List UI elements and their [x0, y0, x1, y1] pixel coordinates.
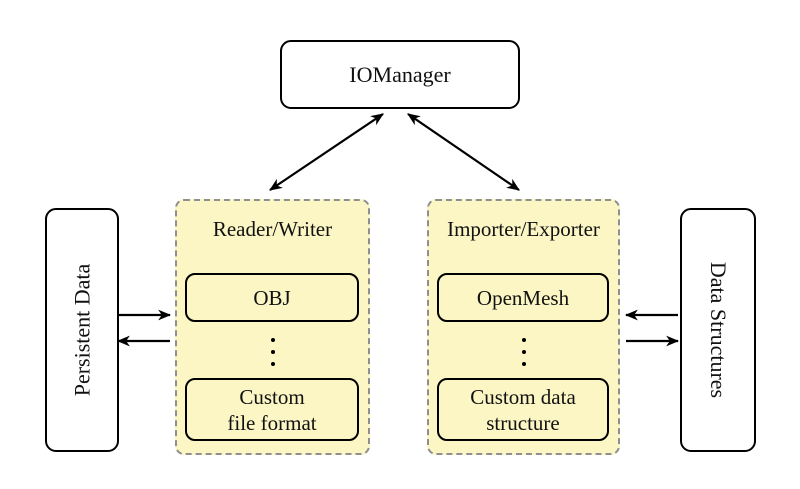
group-reader-writer: Reader/Writer OBJ Custom file format [175, 199, 370, 455]
vertical-ellipsis-icon [177, 338, 368, 366]
node-openmesh-label: OpenMesh [476, 285, 570, 310]
node-persistent-data-label: Persistent Data [69, 263, 94, 397]
node-openmesh: OpenMesh [437, 273, 609, 322]
node-custom-data-structure-line1: Custom data [470, 384, 576, 409]
edge-iomanager-importer-exporter [407, 113, 520, 191]
group-importer-exporter-title: Importer/Exporter [447, 217, 600, 241]
node-custom-file-format-line1: Custom [239, 384, 305, 409]
node-custom-data-structure-line2: structure [486, 410, 560, 435]
node-custom-file-format-line2: file format [227, 410, 317, 435]
node-iomanager: IOManager [280, 40, 520, 109]
edge-iomanager-reader-writer [269, 113, 384, 191]
group-reader-writer-title: Reader/Writer [212, 217, 333, 241]
node-iomanager-label: IOManager [349, 61, 451, 87]
node-custom-file-format: Custom file format [185, 378, 359, 441]
node-obj: OBJ [185, 273, 359, 322]
node-data-structures: Data Structures [680, 208, 756, 452]
vertical-ellipsis-icon [429, 338, 618, 366]
node-custom-data-structure: Custom data structure [437, 378, 609, 441]
node-data-structures-label: Data Structures [706, 261, 732, 399]
node-persistent-data: Persistent Data [45, 208, 119, 452]
node-obj-label: OBJ [253, 285, 291, 310]
group-importer-exporter: Importer/Exporter OpenMesh Custom data s… [427, 199, 620, 455]
